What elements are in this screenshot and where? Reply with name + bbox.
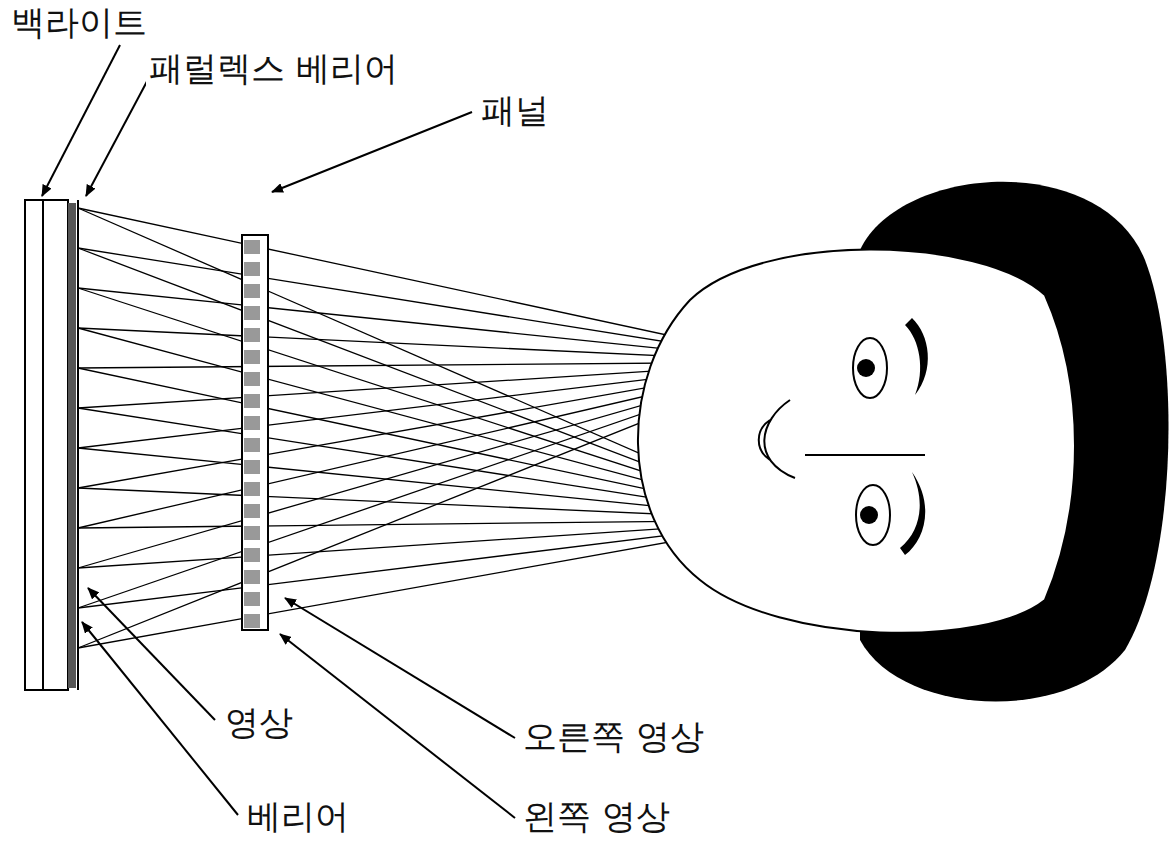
panel-pixel <box>244 548 260 562</box>
panel-pixel <box>244 526 260 540</box>
panel-pixel <box>244 460 260 474</box>
panel-pixel <box>244 394 260 408</box>
panel-pixel <box>244 570 260 584</box>
panel-pixel <box>244 482 260 496</box>
part-label: 베리어 <box>244 796 352 836</box>
panel-pixel <box>244 372 260 386</box>
panel-pixel <box>244 592 260 606</box>
panel-pixel <box>244 350 260 364</box>
panel-pixel <box>244 504 260 518</box>
panel-pixel <box>244 438 260 452</box>
part-label: 왼쪽 영상 <box>520 796 673 836</box>
part-label: 영상 <box>222 702 296 742</box>
eye <box>856 485 890 545</box>
panel-pixel <box>244 240 260 254</box>
eyebrow <box>900 472 925 555</box>
panel-pixels <box>244 240 260 628</box>
pupil <box>860 506 878 524</box>
nose <box>759 400 925 478</box>
part-label: 백라이트 <box>8 2 150 42</box>
face <box>638 249 1075 632</box>
part-label: 오른쪽 영상 <box>520 716 707 756</box>
part-label: 패럴렉스 베리어 <box>146 48 401 88</box>
image-layer <box>77 200 79 690</box>
eye <box>853 338 887 398</box>
barrier-layer <box>68 203 76 688</box>
parallax-barrier-plate <box>43 200 68 690</box>
eyebrow <box>905 318 928 395</box>
panel-pixel <box>244 328 260 342</box>
panel-pixel <box>244 306 260 320</box>
panel-pixel <box>244 614 260 628</box>
panel <box>242 235 268 630</box>
panel-pixel <box>244 262 260 276</box>
panel-pixel <box>244 284 260 298</box>
backlight-plate <box>25 200 43 690</box>
part-label: 패널 <box>478 90 552 130</box>
leader-arrows <box>42 45 515 818</box>
pupil <box>857 359 875 377</box>
panel-pixel <box>244 416 260 430</box>
